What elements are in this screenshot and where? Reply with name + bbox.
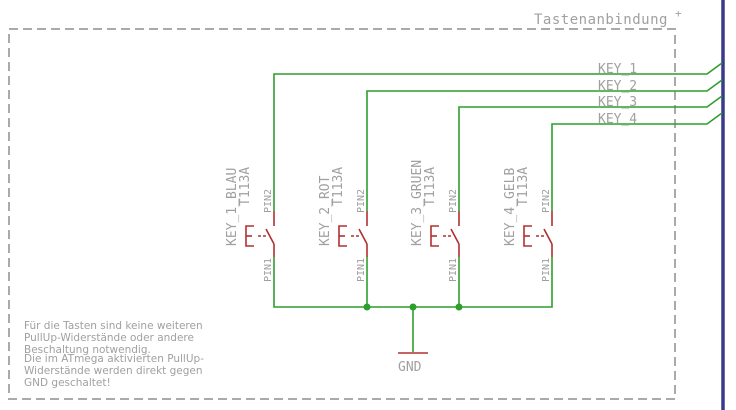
common-ground-wire [273,257,553,308]
switch-key-2: KEY_2_ROT T113A PIN2 PIN1 [318,167,368,282]
note-line: Für die Tasten sind keine weiteren [24,320,203,332]
note-line: Beschaltung notwendig. [24,344,151,356]
switch-pin-bottom: PIN1 [356,258,367,282]
switch-contact [265,228,275,245]
switch-value: T113A [423,167,438,206]
switch-name: KEY_2_ROT [318,175,333,246]
junction-dot [363,303,371,311]
switch-value: T113A [516,167,531,206]
switch-pin-top: PIN2 [356,189,367,213]
switch-pin-top: PIN2 [448,189,459,213]
net-label: KEY_2 [598,79,637,94]
net-wire-key-4 [551,112,723,211]
switch-pin-bottom: PIN1 [263,258,274,282]
net-label: KEY_4 [598,112,637,127]
switch-pin-top: PIN2 [541,189,552,213]
note-block: Für die Tasten sind keine weiteren PullU… [24,320,204,389]
net-wire-key-2 [366,79,723,211]
switch-pin-bottom: PIN1 [541,258,552,282]
junction-dot [455,303,463,311]
net-wire-key-3 [458,95,723,211]
net-labels: KEY_1 KEY_2 KEY_3 KEY_4 [598,62,637,127]
switch-name: KEY_4_GELB [503,168,518,246]
switch-contact [543,228,553,245]
switch-value: T113A [238,167,253,206]
ground-label: GND [398,360,422,375]
net-wires [273,62,723,211]
switch-pin-bottom: PIN1 [448,258,459,282]
note-line: Die im ATmega aktivierten PullUp- [24,353,204,365]
note-line: Widerstände werden direkt gegen [24,365,203,377]
switch-name: KEY_1_BLAU [225,168,240,246]
switch-key-4: KEY_4_GELB T113A PIN2 PIN1 [503,167,553,282]
net-wire-key-1 [273,62,723,211]
sheet-title-marker: + [675,7,682,20]
switch-key-3: KEY_3_GRUEN T113A PIN2 PIN1 [410,160,460,282]
net-label: KEY_3 [598,95,637,110]
junction-dot [409,303,417,311]
net-label: KEY_1 [598,62,637,77]
sheet-title: Tastenanbindung [534,12,668,28]
note-line: GND geschaltet! [24,377,111,389]
note-line: PullUp-Widerstände oder andere [24,332,194,344]
switch-value: T113A [331,167,346,206]
switch-name: KEY_3_GRUEN [410,160,425,246]
switch-key-1: KEY_1_BLAU T113A PIN2 PIN1 [225,167,275,282]
switch-pin-top: PIN2 [263,189,274,213]
switch-contact [450,228,460,245]
switch-contact [358,228,368,245]
